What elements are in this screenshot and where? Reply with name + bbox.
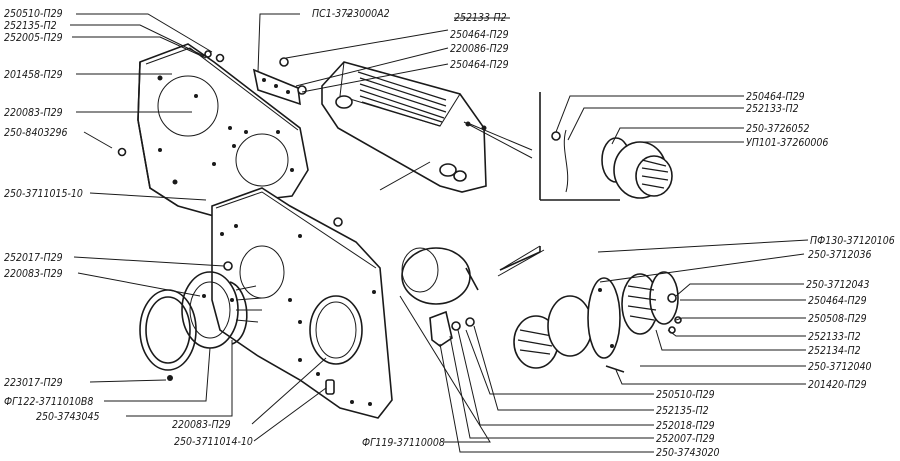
label-250-3712040: 250-3712040 <box>808 361 872 373</box>
label-201458-p29: 201458-П29 <box>4 69 63 81</box>
label-250-3743045: 250-3743045 <box>36 411 100 423</box>
leader-lines <box>70 13 809 453</box>
label-252133-p2-top: 252133-П2 <box>454 12 507 24</box>
label-ps1: ПС1-3723000А2 <box>312 8 390 20</box>
label-250-3712036: 250-3712036 <box>808 249 872 261</box>
instrument-ring <box>139 261 263 381</box>
label-fg119: ФГ119-37110008 <box>362 437 445 449</box>
label-250464-p29-right: 250464-П29 <box>746 91 805 103</box>
label-220083-p29-mid: 220083-П29 <box>4 268 63 280</box>
front-panel <box>211 187 393 419</box>
heater-radiator <box>321 61 541 271</box>
label-223017-p29: 223017-П29 <box>4 377 63 389</box>
small-lamp <box>401 247 479 347</box>
label-250464-p29-lower: 250464-П29 <box>808 295 867 307</box>
label-250-3712043: 250-3712043 <box>806 279 870 291</box>
label-252135-p2: 252135-П2 <box>4 20 57 32</box>
heater-motor-assembly <box>499 246 682 373</box>
label-250-3743020: 250-3743020 <box>656 447 720 459</box>
label-220083-p29-top: 220083-П29 <box>4 107 63 119</box>
label-250-3726052: 250-3726052 <box>746 123 810 135</box>
label-201420-p29: 201420-П29 <box>808 379 867 391</box>
label-pf130: ПФ130-37120106 <box>810 235 895 247</box>
label-250508-p29: 250508-П29 <box>808 313 867 325</box>
label-252134-p2: 252134-П2 <box>808 345 861 357</box>
label-250464-p29-top2: 250464-П29 <box>450 59 509 71</box>
label-250510-p29: 250510-П29 <box>4 8 63 20</box>
label-252018-p29: 252018-П29 <box>656 420 715 432</box>
label-250510-p29-lower: 250510-П29 <box>656 389 715 401</box>
label-252133-p2-right: 252133-П2 <box>746 103 799 115</box>
relay-bracket <box>117 50 343 227</box>
label-252005-p29: 252005-П29 <box>4 32 63 44</box>
label-252133-p2-lower: 252133-П2 <box>808 331 861 343</box>
part-labels: 250510-П29 252135-П2 252005-П29 201458-П… <box>4 8 895 459</box>
label-250464-p29-top1: 250464-П29 <box>450 29 509 41</box>
switch-assembly-upper <box>539 92 673 201</box>
label-up101: УП101-37260006 <box>746 137 828 149</box>
label-250-3711015-10: 250-3711015-10 <box>4 188 83 200</box>
label-250-8403296: 250-8403296 <box>4 127 68 139</box>
label-220086-p29: 220086-П29 <box>450 43 509 55</box>
label-252007-p29: 252007-П29 <box>656 433 715 445</box>
label-220083-p29-bottom: 220083-П29 <box>172 419 231 431</box>
label-252135-p2-lower: 252135-П2 <box>656 405 709 417</box>
label-250-3711014-10: 250-3711014-10 <box>174 436 253 448</box>
label-fg122: ФГ122-3711010В8 <box>4 396 93 408</box>
label-252017-p29: 252017-П29 <box>4 252 63 264</box>
rear-mounting-plate <box>137 43 309 217</box>
